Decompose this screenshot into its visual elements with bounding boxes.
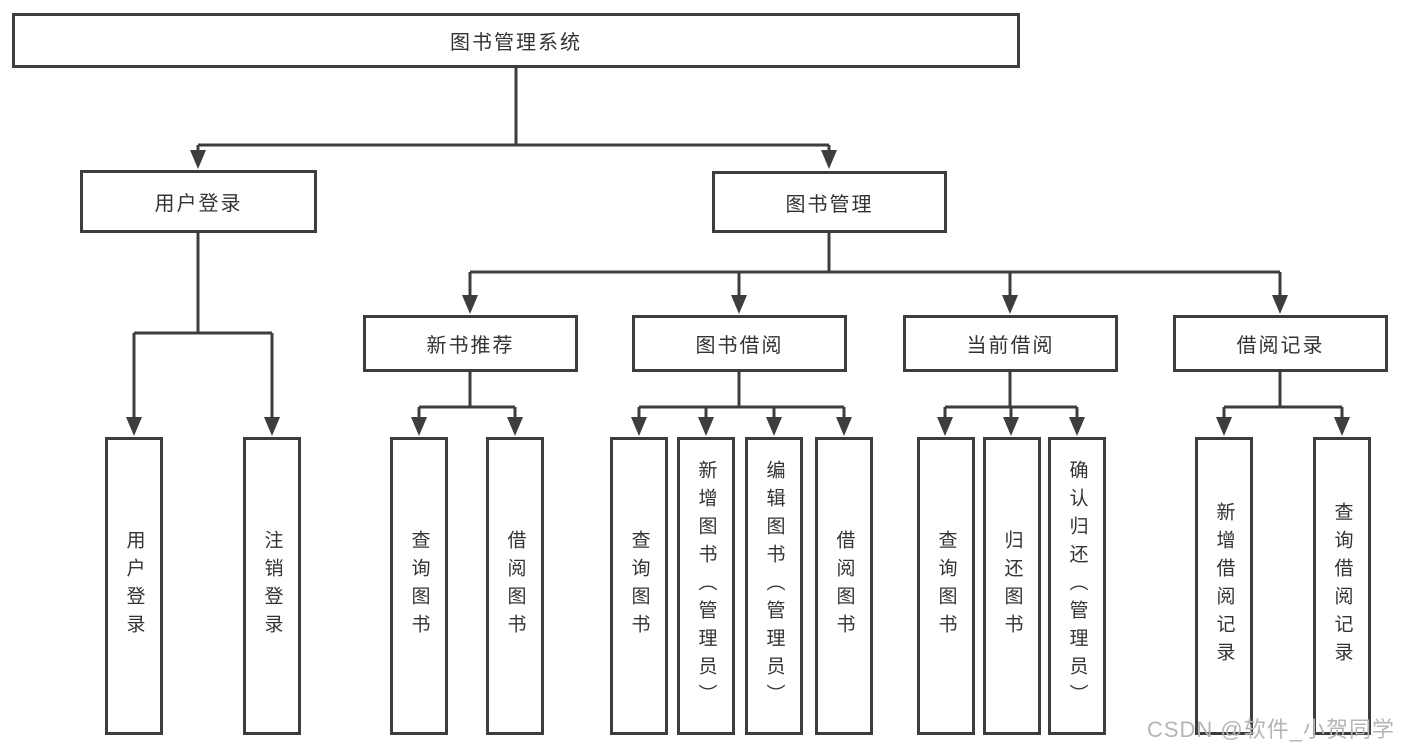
leaf-borrowing-borrow-books: 借阅图书 xyxy=(815,437,873,735)
leaf-add-borrow-record: 新增借阅记录 xyxy=(1195,437,1253,735)
node-book-borrowing-label: 图书借阅 xyxy=(695,335,784,357)
node-new-book-recommend: 新书推荐 xyxy=(363,315,578,372)
leaf-borrowing-borrow-books-label: 借阅图书 xyxy=(833,530,855,642)
leaf-confirm-return-admin: 确认归还（管理员） xyxy=(1048,437,1106,735)
leaf-query-borrow-record: 查询借阅记录 xyxy=(1313,437,1371,735)
leaf-borrowing-query-books-label: 查询图书 xyxy=(628,530,650,642)
node-current-borrowing: 当前借阅 xyxy=(903,315,1118,372)
node-user-login: 用户登录 xyxy=(80,170,317,233)
leaf-return-books: 归还图书 xyxy=(983,437,1041,735)
node-current-borrowing-label: 当前借阅 xyxy=(966,335,1055,357)
node-book-management-label: 图书管理 xyxy=(785,193,874,216)
leaf-add-borrow-record-label: 新增借阅记录 xyxy=(1213,502,1235,670)
node-new-book-recommend-label: 新书推荐 xyxy=(426,335,515,357)
node-user-login-label: 用户登录 xyxy=(154,193,243,215)
leaf-add-books-admin-label: 新增图书（管理员） xyxy=(695,460,717,712)
leaf-add-books-admin: 新增图书（管理员） xyxy=(677,437,735,735)
leaf-edit-books-admin: 编辑图书（管理员） xyxy=(745,437,803,735)
leaf-logout: 注销登录 xyxy=(243,437,301,735)
node-root: 图书管理系统 xyxy=(12,13,1020,68)
leaf-user-login: 用户登录 xyxy=(105,437,163,735)
node-book-management: 图书管理 xyxy=(712,171,947,233)
node-borrowing-records-label: 借阅记录 xyxy=(1236,335,1325,357)
leaf-current-query-books-label: 查询图书 xyxy=(935,530,957,642)
leaf-logout-label: 注销登录 xyxy=(261,530,283,642)
leaf-query-borrow-record-label: 查询借阅记录 xyxy=(1331,502,1353,670)
node-book-borrowing: 图书借阅 xyxy=(632,315,847,372)
leaf-user-login-label: 用户登录 xyxy=(123,530,145,642)
leaf-recommend-query-books: 查询图书 xyxy=(390,437,448,735)
csdn-watermark: CSDN @软件_小贺同学 xyxy=(1146,717,1395,742)
leaf-borrowing-query-books: 查询图书 xyxy=(610,437,668,735)
leaf-confirm-return-admin-label: 确认归还（管理员） xyxy=(1066,460,1088,712)
node-borrowing-records: 借阅记录 xyxy=(1173,315,1388,372)
leaf-recommend-borrow-books: 借阅图书 xyxy=(486,437,544,735)
leaf-edit-books-admin-label: 编辑图书（管理员） xyxy=(763,460,785,712)
leaf-recommend-query-books-label: 查询图书 xyxy=(408,530,430,642)
leaf-return-books-label: 归还图书 xyxy=(1001,530,1023,642)
leaf-recommend-borrow-books-label: 借阅图书 xyxy=(504,530,526,642)
leaf-current-query-books: 查询图书 xyxy=(917,437,975,735)
node-root-label: 图书管理系统 xyxy=(450,32,582,54)
